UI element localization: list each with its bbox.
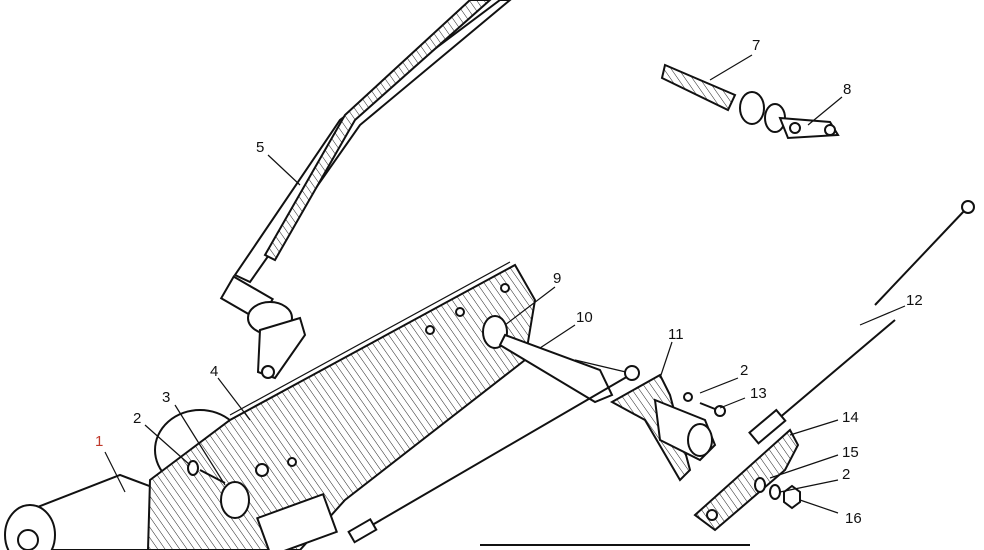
callout-7: 7: [752, 37, 760, 54]
callout-15: 15: [842, 444, 859, 461]
mounting-plate: [146, 261, 537, 550]
callout-5: 5: [256, 139, 264, 156]
callout-10: 10: [576, 309, 593, 326]
callout-2: 2: [133, 410, 141, 427]
callout-9: 9: [553, 270, 561, 287]
wiper-arm: [219, 0, 512, 380]
spindle-bracket: [609, 373, 726, 482]
drive-cable-end: [660, 63, 840, 140]
callout-13: 13: [750, 385, 767, 402]
callout-2c: 2: [842, 466, 850, 483]
callout-16: 16: [845, 510, 862, 527]
leader-lines: [104, 54, 906, 514]
wiper-spindle: [482, 315, 631, 404]
screw-and-washer: [187, 460, 226, 484]
callout-11: 11: [668, 326, 684, 343]
callout-4: 4: [210, 363, 218, 380]
callout-8: 8: [843, 81, 851, 98]
rod-bracket: [693, 428, 801, 532]
link-rods: [347, 365, 750, 546]
callout-1: 1: [95, 433, 103, 450]
callout-12: 12: [906, 292, 923, 309]
callout-3: 3: [162, 389, 170, 406]
callout-14: 14: [842, 409, 859, 426]
adjusting-rod: [748, 200, 975, 445]
callout-2b: 2: [740, 362, 748, 379]
